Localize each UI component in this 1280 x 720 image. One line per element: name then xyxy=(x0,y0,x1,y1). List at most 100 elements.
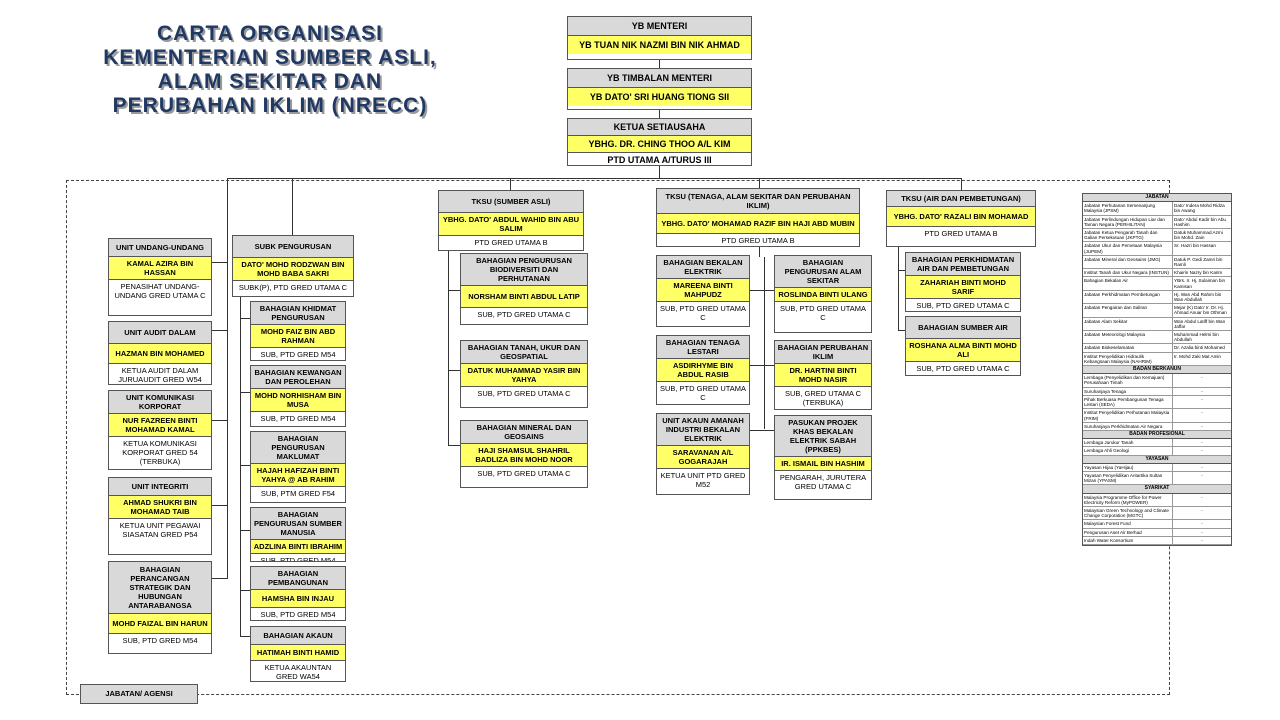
table-row: Jabatan Ketua Pengarah Tanah dan Galian … xyxy=(1083,229,1231,243)
connector-timbalan xyxy=(659,110,660,118)
title-line-3: ALAM SEKITAR DAN xyxy=(157,70,383,93)
box-bahagian-tenaga-lestari: BAHAGIAN TENAGA LESTARI ASDIRHYME BIN AB… xyxy=(656,335,750,405)
tksu-header: TKSU (AIR DAN PEMBETUNGAN) xyxy=(887,191,1035,206)
division-header: BAHAGIAN KHIDMAT PENGURUSAN xyxy=(251,302,345,324)
connector-tksu3-1 xyxy=(898,270,905,271)
division-head-name: SARAVANAN A/L GOGARAJAH xyxy=(657,445,749,469)
connector-tksu2-3 xyxy=(750,430,774,431)
table-row: Pihak Berkuasa Pembangunan Tenaga Lestar… xyxy=(1083,395,1231,410)
division-head-name: HAMSHA BIN INJAU xyxy=(251,589,345,608)
connector-subk-spine xyxy=(240,297,241,637)
box-bahagian-pembangunan: BAHAGIAN PEMBANGUNAN HAMSHA BIN INJAU SU… xyxy=(250,566,346,621)
connector-unit-3 xyxy=(212,420,228,421)
unit-head-name: NUR FAZREEN BINTI MOHAMAD KAMAL xyxy=(109,413,211,437)
connector-tksu2-2 xyxy=(750,365,774,366)
agency-label: JABATAN/ AGENSI xyxy=(80,684,198,704)
division-header: BAHAGIAN PERUBAHAN IKLIM xyxy=(775,341,871,363)
table-row: Institut Penyelidikan Hidraulik Kebangsa… xyxy=(1083,352,1231,367)
box-tksu-sumber-asli: TKSU (SUMBER ASLI) YBHG. DATO' ABDUL WAH… xyxy=(438,190,584,251)
tksu-grade: PTD GRED UTAMA B xyxy=(924,229,998,238)
agency-name-cell: Jabatan Alam Sekitar xyxy=(1083,317,1173,331)
agency-head-cell: Mejar (K) Dato' Ir. Dr. Hj. Ahmad Anuar … xyxy=(1174,305,1227,316)
table-row: Lembaga Jurukur Tanah- xyxy=(1083,439,1231,448)
division-grade: SUB, PTD GRED UTAMA C xyxy=(477,389,571,398)
unit-grade: KETUA UNIT PEGAWAI SIASATAN GRED P54 xyxy=(119,521,201,539)
division-header: BAHAGIAN PERKHIDMATAN AIR DAN PEMBETUNGA… xyxy=(906,253,1020,275)
division-head-name: NORSHAM BINTI ABDUL LATIP xyxy=(461,285,587,308)
subk-grade: SUBK(P), PTD GRED UTAMA C xyxy=(238,283,348,292)
box-bahagian-biodiversiti: BAHAGIAN PENGURUSAN BIODIVERSITI DAN PER… xyxy=(460,253,588,325)
table-row: Malaysian Green Technology and Climate C… xyxy=(1083,506,1231,521)
agency-head-cell: Datuk P. Gedi Zamri bin Ramli xyxy=(1174,256,1223,268)
tksu-name: YBHG. DATO' MOHAMAD RAZIF BIN HAJI ABD M… xyxy=(657,213,859,234)
division-head-name: HAJAH HAFIZAH BINTI YAHYA @ AB RAHIM xyxy=(251,463,345,487)
agency-section-header: SYARIKAT xyxy=(1083,485,1231,494)
unit-grade: KETUA KOMUNIKASI KORPORAT GRED 54 (TERBU… xyxy=(122,439,198,466)
table-row: Malaysia Programme Office for Power Elec… xyxy=(1083,493,1231,507)
connector-subk-5 xyxy=(240,590,250,591)
table-row: Jabatan Ukur dan Pemetaan Malaysia (JUPE… xyxy=(1083,242,1231,256)
connector-tksu1 xyxy=(510,178,511,190)
table-row: Lembaga (Penyelidikan dan Kemajuan) Peru… xyxy=(1083,374,1231,388)
box-bahagian-bekalan-elektrik: BAHAGIAN BEKALAN ELEKTRIK MAREENA BINTI … xyxy=(656,255,750,327)
agency-name-cell: Pengurusan Aset Air Berhad xyxy=(1083,528,1173,536)
table-row: Jabatan Mineral dan Geosains (JMG)Datuk … xyxy=(1083,255,1231,270)
agency-head-cell: - xyxy=(1201,440,1203,446)
box-unit-komunikasi: UNIT KOMUNIKASI KORPORAT NUR FAZREEN BIN… xyxy=(108,390,212,470)
table-row: Institut Penyelidikan Perhutanan Malaysi… xyxy=(1083,409,1231,423)
unit-header: UNIT KOMUNIKASI KORPORAT xyxy=(109,391,211,413)
division-header: BAHAGIAN KEWANGAN DAN PEROLEHAN xyxy=(251,366,345,388)
agency-name-cell: Jabatan Meteorologi Malaysia xyxy=(1083,331,1173,344)
box-bahagian-perancangan: BAHAGIAN PERANCANGAN STRATEGIK DAN HUBUN… xyxy=(108,561,212,654)
connector-tksu3-2 xyxy=(898,330,905,331)
menteri-title: YB MENTERI xyxy=(568,17,751,35)
connector-subk-3 xyxy=(240,465,250,466)
agency-head-cell: - xyxy=(1201,507,1203,513)
connector-subk-2 xyxy=(240,392,250,393)
division-grade: SUB, PTD GRED M54 xyxy=(260,556,336,562)
division-header: BAHAGIAN SUMBER AIR xyxy=(906,317,1020,338)
agency-name-cell: Institut Penyelidikan Perhutanan Malaysi… xyxy=(1083,409,1173,422)
connector-tksu2-down xyxy=(759,247,760,257)
connector-ksu xyxy=(659,166,660,178)
box-bahagian-alam-sekitar: BAHAGIAN PENGURUSAN ALAM SEKITAR ROSLIND… xyxy=(774,255,872,333)
connector-unit-2 xyxy=(212,330,228,331)
box-bahagian-mineral: BAHAGIAN MINERAL DAN GEOSAINS HAJI SHAMS… xyxy=(460,420,588,488)
division-head-name: ZAHARIAH BINTI MOHD SARIF xyxy=(906,275,1020,299)
connector-tksu1-spine xyxy=(448,251,449,446)
division-header: BAHAGIAN BEKALAN ELEKTRIK xyxy=(657,256,749,278)
agency-head-cell: - xyxy=(1201,396,1203,402)
connector-menteri xyxy=(659,60,660,68)
agency-head-cell: Ir. Mohd Zaki Mat Amin xyxy=(1174,353,1221,359)
box-tksu-tenaga: TKSU (TENAGA, ALAM SEKITAR DAN PERUBAHAN… xyxy=(656,188,860,247)
table-row: Pengurusan Aset Air Berhad- xyxy=(1083,528,1231,537)
table-row: Institut Tanah dan Ukur Negara (INSTUN)K… xyxy=(1083,269,1231,278)
agency-head-cell: - xyxy=(1201,537,1203,543)
agency-name-cell: Jabatan Perkhidmatan Pembetungan xyxy=(1083,290,1173,304)
agency-name-cell: Lembaga (Penyelidikan dan Kemajuan) Peru… xyxy=(1083,374,1173,387)
unit-head-name: HAZMAN BIN MOHAMED xyxy=(109,343,211,364)
connector-unit-4 xyxy=(212,505,228,506)
unit-head-name: KAMAL AZIRA BIN HASSAN xyxy=(109,256,211,280)
table-row: Lembaga Ahli Geologi- xyxy=(1083,447,1231,456)
tksu-name: YBHG. DATO' ABDUL WAHID BIN ABU SALIM xyxy=(439,212,583,236)
agency-head-cell: Dato' Indera Mohd Ridza bin Awang xyxy=(1174,203,1225,214)
connector-tksu-bar xyxy=(227,178,962,179)
unit-head-name: MOHD FAIZAL BIN HARUN xyxy=(109,613,211,634)
division-grade: KETUA AKAUNTAN GRED WA54 xyxy=(264,663,332,681)
timbalan-name: YB DATO' SRI HUANG TIONG SII xyxy=(568,87,751,106)
agency-section-header: YAYASAN xyxy=(1083,455,1231,464)
division-header: BAHAGIAN PENGURUSAN ALAM SEKITAR xyxy=(775,256,871,287)
tksu-grade: PTD GRED UTAMA B xyxy=(474,238,548,247)
box-bahagian-sumber-air: BAHAGIAN SUMBER AIR ROSHANA ALMA BINTI M… xyxy=(905,316,1021,376)
tksu-name: YBHG. DATO' RAZALI BIN MOHAMAD xyxy=(887,206,1035,227)
division-head-name: MOHD FAIZ BIN ABD RAHMAN xyxy=(251,324,345,348)
division-head-name: MOHD NORHISHAM BIN MUSA xyxy=(251,388,345,412)
agency-name-cell: Malaysia Programme Office for Power Elec… xyxy=(1083,493,1173,506)
division-head-name: HATIMAH BINTI HAMID xyxy=(251,644,345,661)
division-header: BAHAGIAN PENGURUSAN MAKLUMAT xyxy=(251,432,345,463)
ksu-name: YBHG. DR. CHING THOO A/L KIM xyxy=(568,135,751,153)
agency-section-header: JABATAN xyxy=(1083,194,1231,203)
